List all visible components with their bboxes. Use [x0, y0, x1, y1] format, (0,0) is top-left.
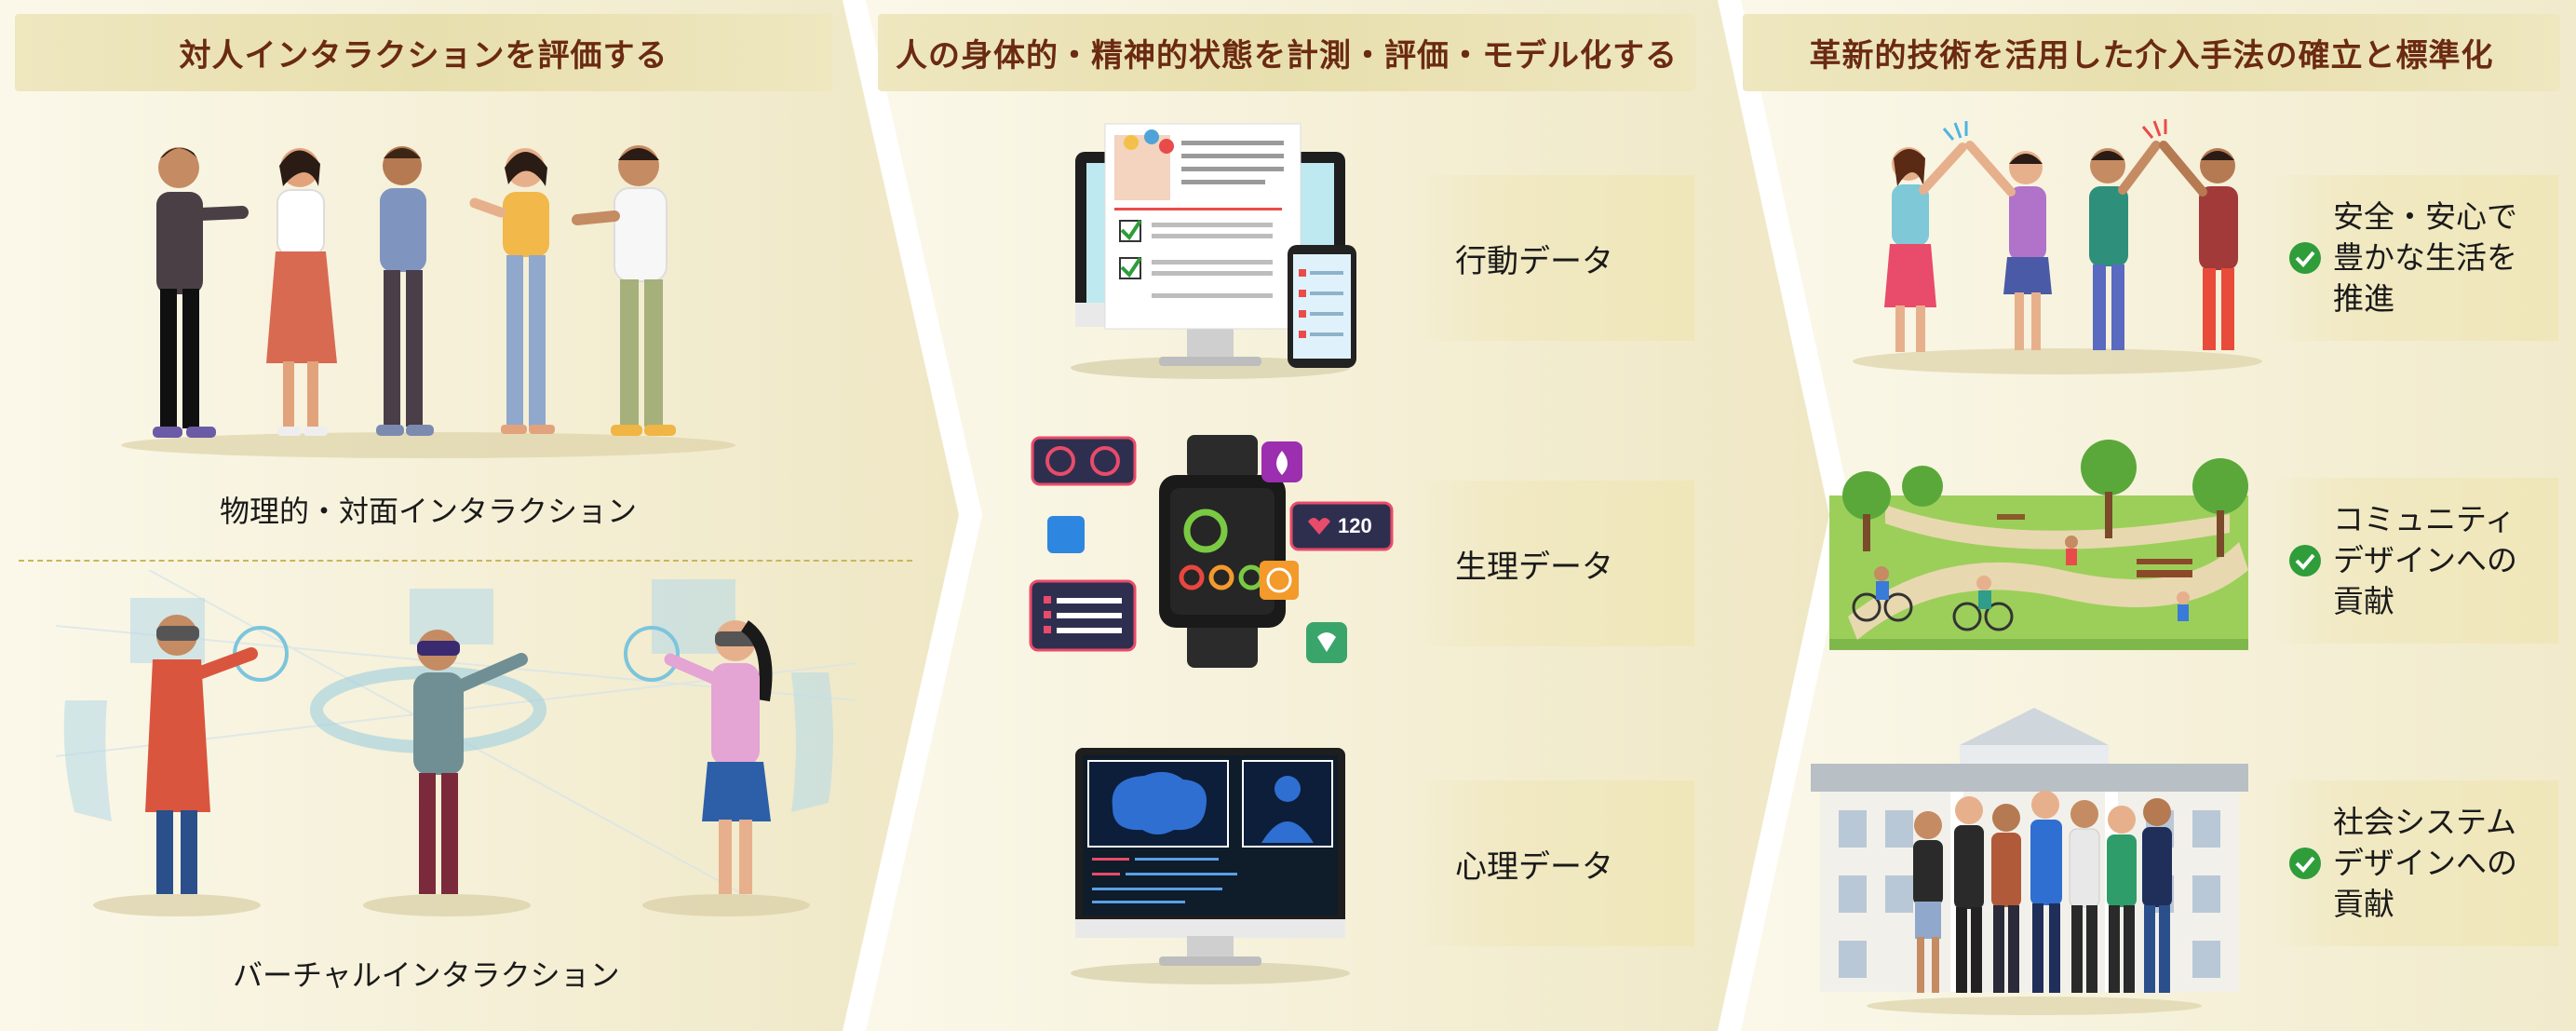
psychological-data-card: 心理データ	[1413, 780, 1694, 946]
person-icon	[145, 615, 258, 894]
behavior-data-card: 行動データ	[1413, 175, 1694, 341]
virtual-interaction-illustration	[56, 570, 856, 916]
person-icon	[1965, 141, 2052, 350]
header-intervention: 革新的技術を活用した介入手法の確立と標準化	[1743, 14, 2560, 91]
behavior-data-label: 行動データ	[1455, 242, 1613, 280]
psychological-data-label: 心理データ	[1455, 848, 1613, 886]
person-icon	[469, 148, 555, 434]
header-interaction: 対人インタラクションを評価する	[15, 14, 832, 91]
goal-text: コミュニティ デザインへの 貢献	[2333, 501, 2517, 619]
physical-interaction-label: 物理的・対面インタラクション	[220, 494, 638, 529]
goal-text: 安全・安心で 豊かな生活を 推進	[2333, 198, 2517, 317]
person-icon	[266, 148, 337, 436]
person-icon	[2107, 806, 2137, 993]
community-park-illustration	[1829, 440, 2248, 650]
person-icon	[413, 630, 528, 894]
person-icon	[1991, 804, 2021, 993]
physiological-data-card: 生理データ	[1413, 481, 1694, 646]
person-icon	[572, 145, 676, 436]
physiological-data-label: 生理データ	[1455, 548, 1613, 586]
heart-rate-value: 120	[1338, 514, 1372, 537]
person-icon	[1913, 811, 1943, 993]
person-icon	[664, 620, 773, 894]
goal-card-community: コミュニティ デザインへの 貢献	[2272, 478, 2558, 644]
header-measure: 人の身体的・精神的状態を計測・評価・モデル化する	[878, 14, 1695, 91]
high-five-illustration	[1853, 119, 2262, 374]
social-system-illustration	[1811, 708, 2248, 1015]
check-circle-icon	[2289, 545, 2321, 577]
behavior-monitor-icon	[1071, 123, 1356, 379]
check-circle-icon	[2289, 848, 2321, 879]
check-circle-icon	[2289, 242, 2321, 274]
virtual-interaction-label: バーチャルインタラクション	[233, 957, 620, 993]
physiological-watch-icon: 120	[1029, 435, 1394, 668]
goal-card-social-system: 社会システム デザインへの 貢献	[2272, 780, 2558, 946]
person-icon	[2159, 141, 2238, 350]
person-icon	[1954, 796, 1984, 993]
psychological-monitor-icon	[1071, 748, 1350, 984]
goal-card-safety: 安全・安心で 豊かな生活を 推進	[2272, 175, 2558, 341]
person-icon	[2030, 791, 2062, 993]
person-icon	[2142, 798, 2172, 993]
person-icon	[153, 147, 249, 438]
divider	[19, 560, 912, 562]
person-icon	[376, 146, 434, 436]
goal-text: 社会システム デザインへの 貢献	[2333, 804, 2517, 922]
person-icon	[2069, 800, 2100, 993]
person-icon	[1884, 142, 1967, 352]
person-icon	[2089, 141, 2161, 350]
physical-interaction-illustration	[121, 145, 735, 458]
